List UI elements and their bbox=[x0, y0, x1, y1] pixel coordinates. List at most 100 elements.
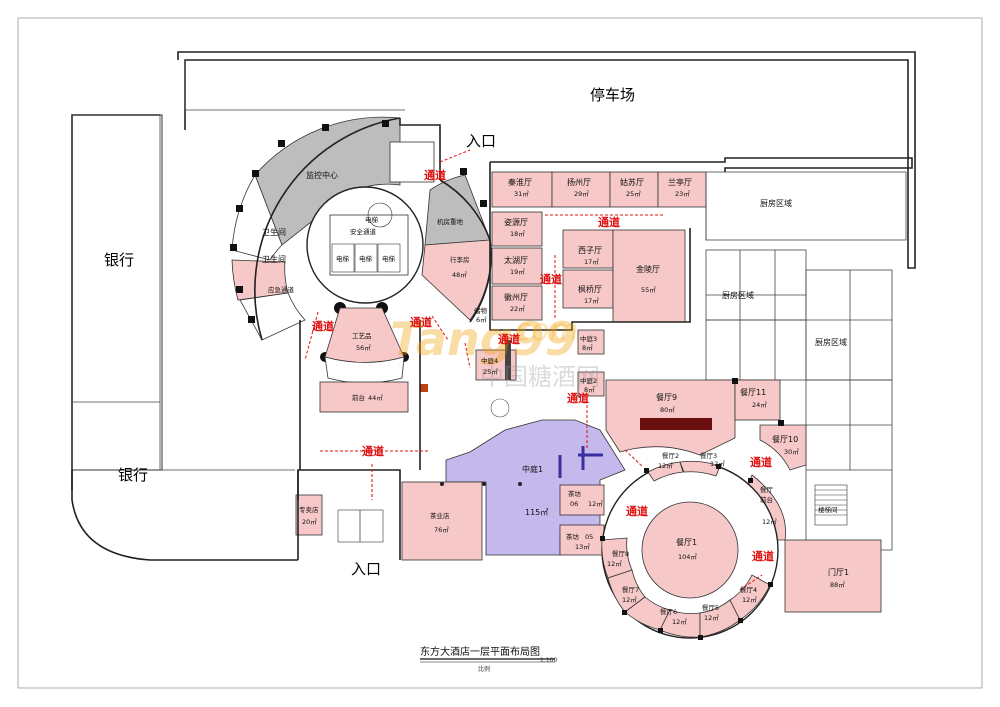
svg-text:12㎡: 12㎡ bbox=[658, 461, 673, 470]
svg-text:西子厅: 西子厅 bbox=[578, 246, 602, 255]
svg-text:88㎡: 88㎡ bbox=[830, 580, 845, 589]
svg-text:姑苏厅: 姑苏厅 bbox=[620, 177, 644, 187]
svg-text:餐厅3: 餐厅3 bbox=[700, 451, 717, 460]
elevator-2-label: 电梯 bbox=[359, 254, 373, 263]
svg-text:餐厅10: 餐厅10 bbox=[772, 435, 798, 444]
svg-text:餐厅4: 餐厅4 bbox=[740, 585, 757, 594]
monitor-wing bbox=[231, 116, 492, 341]
svg-text:门厅1: 门厅1 bbox=[828, 567, 849, 577]
svg-text:储物: 储物 bbox=[474, 306, 488, 315]
room-restaurant1: 餐厅1 104㎡ bbox=[676, 538, 697, 561]
room-courtyard1: 中庭1 bbox=[522, 464, 543, 474]
passage-arrows bbox=[304, 149, 763, 591]
svg-text:31㎡: 31㎡ bbox=[514, 189, 529, 198]
svg-text:Tang99: Tang99 bbox=[390, 312, 577, 366]
plan-title: 东方大酒店一层平面布局图 bbox=[420, 645, 540, 658]
passage-label-9: 通道 bbox=[626, 504, 648, 518]
parking-outline bbox=[177, 51, 916, 269]
kitchen-grid bbox=[705, 171, 907, 551]
craft-and-desk bbox=[319, 307, 510, 418]
restroom-2-label: 卫生间 bbox=[262, 254, 286, 264]
svg-text:8㎡: 8㎡ bbox=[582, 343, 593, 352]
svg-text:25㎡: 25㎡ bbox=[626, 189, 641, 198]
private-rooms-block bbox=[489, 157, 913, 331]
passage-label-6: 通道 bbox=[498, 332, 520, 346]
passage-label-7: 通道 bbox=[362, 444, 384, 458]
kitchen-1-label: 厨房区域 bbox=[760, 198, 792, 208]
svg-text:前台: 前台 bbox=[760, 495, 773, 504]
svg-text:中庭3: 中庭3 bbox=[580, 334, 597, 343]
svg-text:12㎡: 12㎡ bbox=[762, 517, 777, 526]
svg-text:115㎡: 115㎡ bbox=[525, 508, 548, 517]
security-passage-label: 安全通道 bbox=[350, 227, 377, 236]
svg-text:76㎡: 76㎡ bbox=[434, 525, 449, 534]
kitchen-3-label: 厨房区域 bbox=[815, 337, 847, 347]
svg-text:餐厅9: 餐厅9 bbox=[656, 393, 677, 402]
svg-text:行李房: 行李房 bbox=[450, 255, 470, 264]
svg-text:枫桥厅: 枫桥厅 bbox=[578, 284, 602, 294]
round-restaurant bbox=[600, 460, 779, 640]
svg-text:23㎡: 23㎡ bbox=[675, 189, 690, 198]
kitchen-2-label: 厨房区域 bbox=[722, 290, 754, 300]
svg-text:秦淮厅: 秦淮厅 bbox=[508, 177, 532, 187]
svg-text:茶坊: 茶坊 bbox=[566, 532, 580, 541]
watermark-text: 中国糖酒网 bbox=[480, 363, 600, 391]
room-lanting: 兰亭厅 23㎡ bbox=[668, 177, 692, 198]
svg-text:104㎡: 104㎡ bbox=[678, 552, 697, 561]
svg-text:56㎡: 56㎡ bbox=[356, 343, 371, 352]
svg-text:餐厅6: 餐厅6 bbox=[660, 607, 677, 616]
bank-bottom-label: 银行 bbox=[118, 466, 148, 484]
svg-text:餐厅1: 餐厅1 bbox=[676, 538, 697, 547]
passage-label-10: 通道 bbox=[750, 455, 772, 469]
passage-label-11: 通道 bbox=[752, 549, 774, 563]
elevator-3-label: 电梯 bbox=[382, 254, 396, 263]
svg-text:05: 05 bbox=[585, 533, 593, 541]
svg-text:18㎡: 18㎡ bbox=[510, 229, 525, 238]
svg-text:25㎡: 25㎡ bbox=[483, 367, 498, 376]
svg-text:12㎡: 12㎡ bbox=[710, 459, 725, 468]
svg-text:13㎡: 13㎡ bbox=[575, 542, 590, 551]
svg-text:工艺品: 工艺品 bbox=[352, 332, 372, 340]
svg-text:茶业店: 茶业店 bbox=[430, 511, 450, 520]
room-hall115: 115㎡ bbox=[525, 508, 548, 517]
svg-text:徽州厅: 徽州厅 bbox=[504, 292, 528, 302]
svg-text:餐厅: 餐厅 bbox=[760, 485, 774, 494]
svg-text:餐厅11: 餐厅11 bbox=[740, 388, 766, 397]
entrance-bottom-label: 入口 bbox=[351, 560, 381, 578]
room-luggage: 行李房 48㎡ bbox=[450, 255, 470, 279]
svg-text:48㎡: 48㎡ bbox=[452, 270, 467, 279]
passage-label-3: 通道 bbox=[540, 272, 562, 286]
restroom-1-label: 卫生间 bbox=[262, 227, 286, 237]
svg-text:17㎡: 17㎡ bbox=[584, 257, 599, 266]
svg-text:餐厅2: 餐厅2 bbox=[662, 451, 679, 460]
stairs-label: 楼梯间 bbox=[818, 505, 838, 514]
room-xizi: 西子厅 17㎡ bbox=[578, 246, 602, 266]
svg-text:20㎡: 20㎡ bbox=[302, 517, 317, 526]
bank-top-label: 银行 bbox=[104, 251, 134, 269]
svg-text:前台: 前台 bbox=[352, 393, 365, 402]
svg-text:29㎡: 29㎡ bbox=[574, 189, 589, 198]
svg-text:06: 06 bbox=[570, 500, 578, 508]
room-craft: 工艺品 56㎡ bbox=[352, 332, 372, 352]
svg-text:.com: .com bbox=[505, 313, 579, 348]
svg-text:兰亭厅: 兰亭厅 bbox=[668, 177, 692, 187]
emergency-passage-label: 应急通道 bbox=[268, 285, 295, 294]
